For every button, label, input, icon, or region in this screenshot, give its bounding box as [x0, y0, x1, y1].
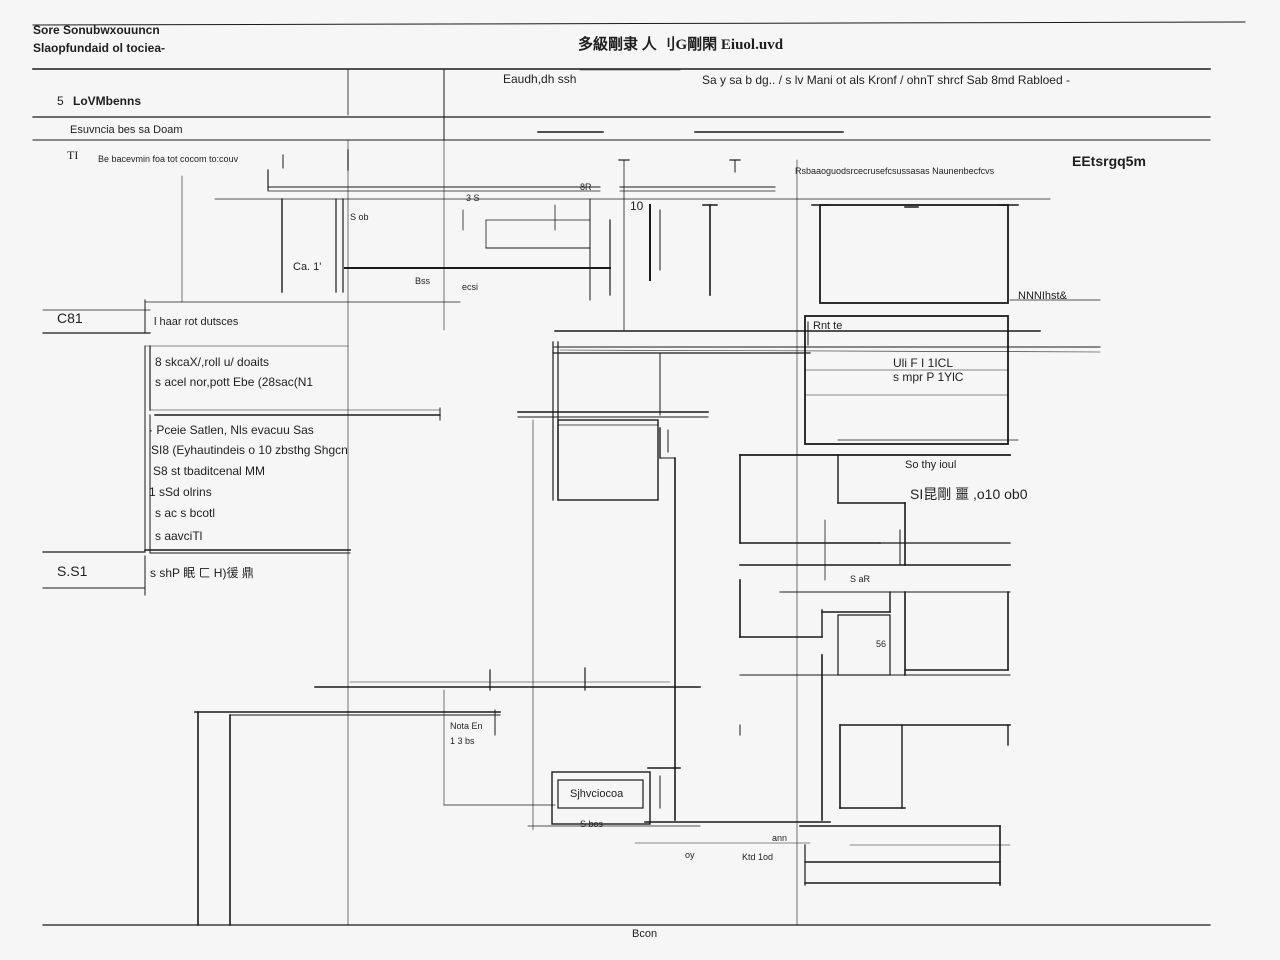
dimension-label: 8R	[580, 182, 592, 192]
right-title-label: EEtsrgq5m	[1072, 153, 1146, 169]
scale-label: Bcon	[632, 928, 658, 940]
header-right-label: Sa y sa b dg.. / s lv Mani ot als Kronf …	[702, 73, 1070, 87]
section-tag-1: C81	[57, 310, 83, 326]
spec-line: 1 sSd olrins	[149, 485, 212, 499]
dimension-label: So thy ioul	[905, 459, 957, 471]
block-main-label: SI昆剛 噩 ,o10 ob0	[910, 486, 1028, 502]
dimension-label: oy	[685, 850, 695, 860]
detail-number: TI	[67, 148, 79, 162]
dimension-label: 1 3 bs	[450, 736, 475, 746]
dimension-label: Rnt te	[813, 320, 843, 332]
spec-line: · Pceie Satlen, Nls evacuu Sas	[149, 423, 314, 437]
section-tag-3: S.S1	[57, 563, 88, 579]
section-label-1: l haar rot dutsces	[154, 316, 239, 328]
sheet-title: 多級剛隶 人 刂G剛閑 Eiuol.uvd	[578, 37, 784, 53]
block-label: Uli F I 1ICL	[893, 356, 954, 370]
section-note: Esuvncia bes sa Doam	[70, 124, 183, 136]
dimension-label: 56	[876, 639, 887, 649]
dimension-label: Bss	[415, 276, 431, 286]
dimension-label: Nota En	[450, 721, 483, 731]
frame-top-line	[32, 21, 1246, 26]
dimension-label: ecsi	[462, 282, 479, 292]
block-label: s mpr P 1YlC	[893, 370, 964, 384]
dimension-label: NNNIhst&	[1018, 290, 1067, 302]
top-strip-label: Rsbaaoguodsrcecrusefcsussasas Naunenbecf…	[795, 166, 995, 176]
header-left-label: Eaudh,dh ssh	[503, 72, 577, 86]
detail-note: Be bacevmin foa tot cocom to:couv	[98, 154, 239, 164]
spec-line: 8 skcaX/,roll u/ doaits	[155, 355, 270, 369]
spec-line: S8 st tbaditcenal MM	[153, 464, 266, 478]
box-label: Sjhvciocoa	[570, 788, 624, 800]
dimension-label: ann	[772, 833, 788, 843]
spec-line: s ac s bcotl	[155, 506, 216, 520]
section-label-3: s shP 眠 ㄈ H)㣪 鼎	[150, 566, 254, 580]
dimension-label: Ktd 1od	[742, 852, 774, 862]
dimension-label: S aR	[850, 574, 871, 584]
spec-line: s aavciTl	[155, 529, 203, 543]
section-title: LoVMbenns	[73, 94, 141, 108]
dimension-label: 10	[630, 199, 644, 213]
org-name-line2: Slaopfundaid ol tociea-	[33, 41, 166, 55]
spec-line: s acel nor,pott Ebe (28sac(N1	[155, 375, 314, 389]
dimension-label: S bos	[580, 819, 604, 829]
spec-line: SI8 (Eyhautindeis o 10 zbsthg Shgcn	[151, 443, 348, 457]
dimension-label: 3 S	[466, 193, 480, 203]
section-number: 5	[57, 94, 64, 108]
dimension-label: Ca. 1'	[293, 261, 322, 273]
dimension-label: S ob	[350, 212, 369, 222]
org-name-line1: Sore Sonubwxouuncn	[33, 23, 160, 37]
